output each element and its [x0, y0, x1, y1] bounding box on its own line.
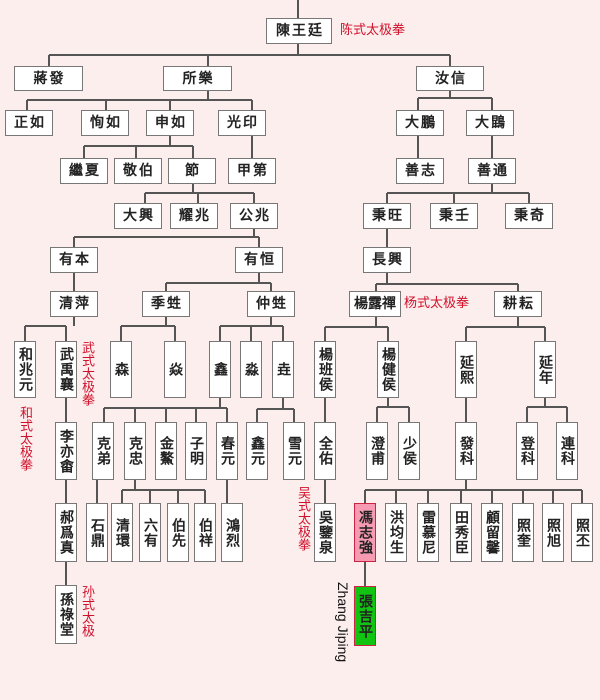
node-zhongshen: 仲甡	[247, 291, 295, 317]
node-hong-junsheng: 洪均生	[385, 503, 407, 562]
node-yan: 焱	[164, 341, 186, 398]
node-dapeng: 大鵬	[396, 110, 444, 136]
node-yang-luchan: 楊露禪	[349, 291, 401, 317]
node-zhaokui: 照奎	[512, 503, 534, 562]
node-jingbo: 敬伯	[114, 158, 162, 184]
node-yaozhao: 耀兆	[170, 203, 218, 229]
node-liuyou: 六有	[139, 503, 161, 562]
node-tian-xiuchen: 田秀臣	[450, 503, 472, 562]
label-wu-hao-style: 武式太极拳	[79, 341, 94, 406]
node-yanxi: 延熙	[455, 341, 477, 398]
label-yang-style: 杨式太极拳	[404, 296, 470, 311]
node-shenru: 申如	[146, 110, 194, 136]
node-boxian: 伯先	[167, 503, 189, 562]
node-chen-wangting: 陳王廷	[266, 18, 332, 44]
label-sun-style: 孙式太极	[79, 585, 94, 637]
node-zhang-jiping: 張吉平	[354, 586, 376, 646]
node-he-zhaoyuan: 和兆元	[14, 341, 36, 398]
node-changxing: 長興	[363, 247, 411, 273]
node-jie: 節	[168, 158, 216, 184]
node-yannian: 延年	[534, 341, 556, 398]
node-gongzhao: 公兆	[230, 203, 278, 229]
node-dengke: 登科	[516, 422, 538, 480]
node-feng-zhiqiang: 馮志強	[354, 503, 376, 562]
node-zhaopi: 照丕	[571, 503, 593, 562]
label-he-style: 和式太极拳	[17, 406, 32, 471]
node-jixia: 繼夏	[60, 158, 108, 184]
node-jiang-fa: 蔣發	[14, 66, 83, 91]
node-xunru: 恂如	[81, 110, 129, 136]
node-xueyuan: 雪元	[283, 422, 305, 480]
node-kezhong: 克忠	[124, 422, 146, 480]
node-ruxin: 汝信	[416, 66, 484, 91]
node-dakun: 大鵾	[466, 110, 514, 136]
node-yao: 垚	[272, 341, 294, 398]
node-shiding: 石鼎	[86, 503, 108, 562]
node-qinghuan: 清環	[111, 503, 133, 562]
node-youheng: 有恒	[235, 247, 283, 273]
label-chen-style: 陈式太极拳	[340, 23, 406, 38]
label-wu-style: 吴式太极拳	[295, 486, 310, 551]
node-shanzhi: 善志	[396, 158, 444, 184]
node-xinyuan: 鑫元	[246, 422, 268, 480]
node-honglie: 鴻烈	[221, 503, 243, 562]
node-jishen: 季甡	[142, 291, 190, 317]
node-li-yishe: 李亦畬	[55, 422, 77, 480]
node-youben: 有本	[50, 247, 98, 273]
node-wu-yuxiang: 武禹襄	[55, 341, 77, 398]
node-suole: 所樂	[163, 66, 232, 91]
node-bingwang: 秉旺	[363, 203, 411, 229]
node-fake: 發科	[455, 422, 477, 480]
node-guangyin: 光印	[218, 110, 266, 136]
node-jiadi: 甲第	[228, 158, 276, 184]
node-bingren: 秉壬	[430, 203, 478, 229]
label-zhang-jiping-english: Zhang Jiping	[335, 582, 351, 663]
node-shaohou: 少侯	[398, 422, 420, 480]
node-chunyuan: 春元	[216, 422, 238, 480]
node-chengfu: 澄甫	[366, 422, 388, 480]
node-yang-jianhou: 楊健侯	[377, 341, 399, 398]
node-yang-banhou: 楊班侯	[314, 341, 336, 398]
node-lei-muni: 雷慕尼	[417, 503, 439, 562]
node-gengyun: 耕耘	[494, 291, 542, 317]
node-sun-lutang: 孫祿堂	[55, 585, 77, 644]
node-kedi: 克弟	[92, 422, 114, 480]
node-wu-jianquan: 吳鑒泉	[314, 503, 336, 562]
node-bingqi: 秉奇	[505, 203, 553, 229]
node-boxiang: 伯祥	[194, 503, 216, 562]
node-xin: 鑫	[209, 341, 231, 398]
node-sen: 森	[110, 341, 132, 398]
node-miao: 淼	[240, 341, 262, 398]
node-daxing: 大興	[114, 203, 162, 229]
node-ziming: 子明	[185, 422, 207, 480]
node-hao-weizhen: 郝爲真	[55, 503, 77, 562]
node-lianke: 連科	[556, 422, 578, 480]
node-qingping: 清萍	[50, 291, 98, 317]
node-zhaoxu: 照旭	[542, 503, 564, 562]
node-jinao: 金鰲	[155, 422, 177, 480]
node-gu-liuxin: 顧留馨	[481, 503, 503, 562]
node-shantong: 善通	[468, 158, 516, 184]
node-zhengru: 正如	[5, 110, 53, 136]
node-quanyou: 全佑	[314, 422, 336, 480]
